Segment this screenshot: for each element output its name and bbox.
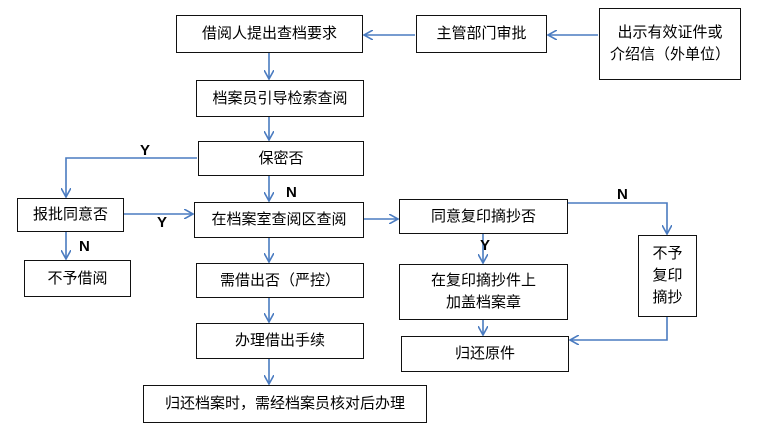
arrow-no-copy-to-return-original [570,317,668,340]
n-label-secret: N [286,184,297,201]
approval-box: 主管部门审批 [416,15,547,53]
request-box: 借阅人提出查档要求 [176,15,363,53]
procedure-box: 办理借出手续 [196,323,364,359]
n-label-copy: N [617,186,628,203]
return-check-box: 归还档案时，需经档案员核对后办理 [143,385,427,423]
y-label-copy: Y [480,237,491,254]
no-borrow-box: 不予借阅 [24,260,131,297]
need-borrow-box: 需借出否（严控） [196,263,364,298]
stamp-box: 在复印摘抄件上 加盖档案章 [399,264,568,320]
arrow-secret-to-report [66,157,197,197]
y-label-report: Y [157,214,168,231]
return-original-box: 归还原件 [401,336,569,372]
copy-agree-box: 同意复印摘抄否 [399,199,568,234]
arrow-copy-agree-to-no-copy [568,202,667,234]
secret-box: 保密否 [198,141,364,176]
y-label-secret: Y [140,142,151,159]
n-label-report: N [79,238,90,255]
no-copy-box: 不予 复印 摘抄 [638,235,697,317]
guide-box: 档案员引导检索查阅 [196,80,364,117]
report-box: 报批同意否 [17,198,124,232]
reading-room-box: 在档案室查阅区查阅 [194,202,364,238]
certificate-box: 出示有效证件或 介绍信（外单位） [599,8,741,80]
